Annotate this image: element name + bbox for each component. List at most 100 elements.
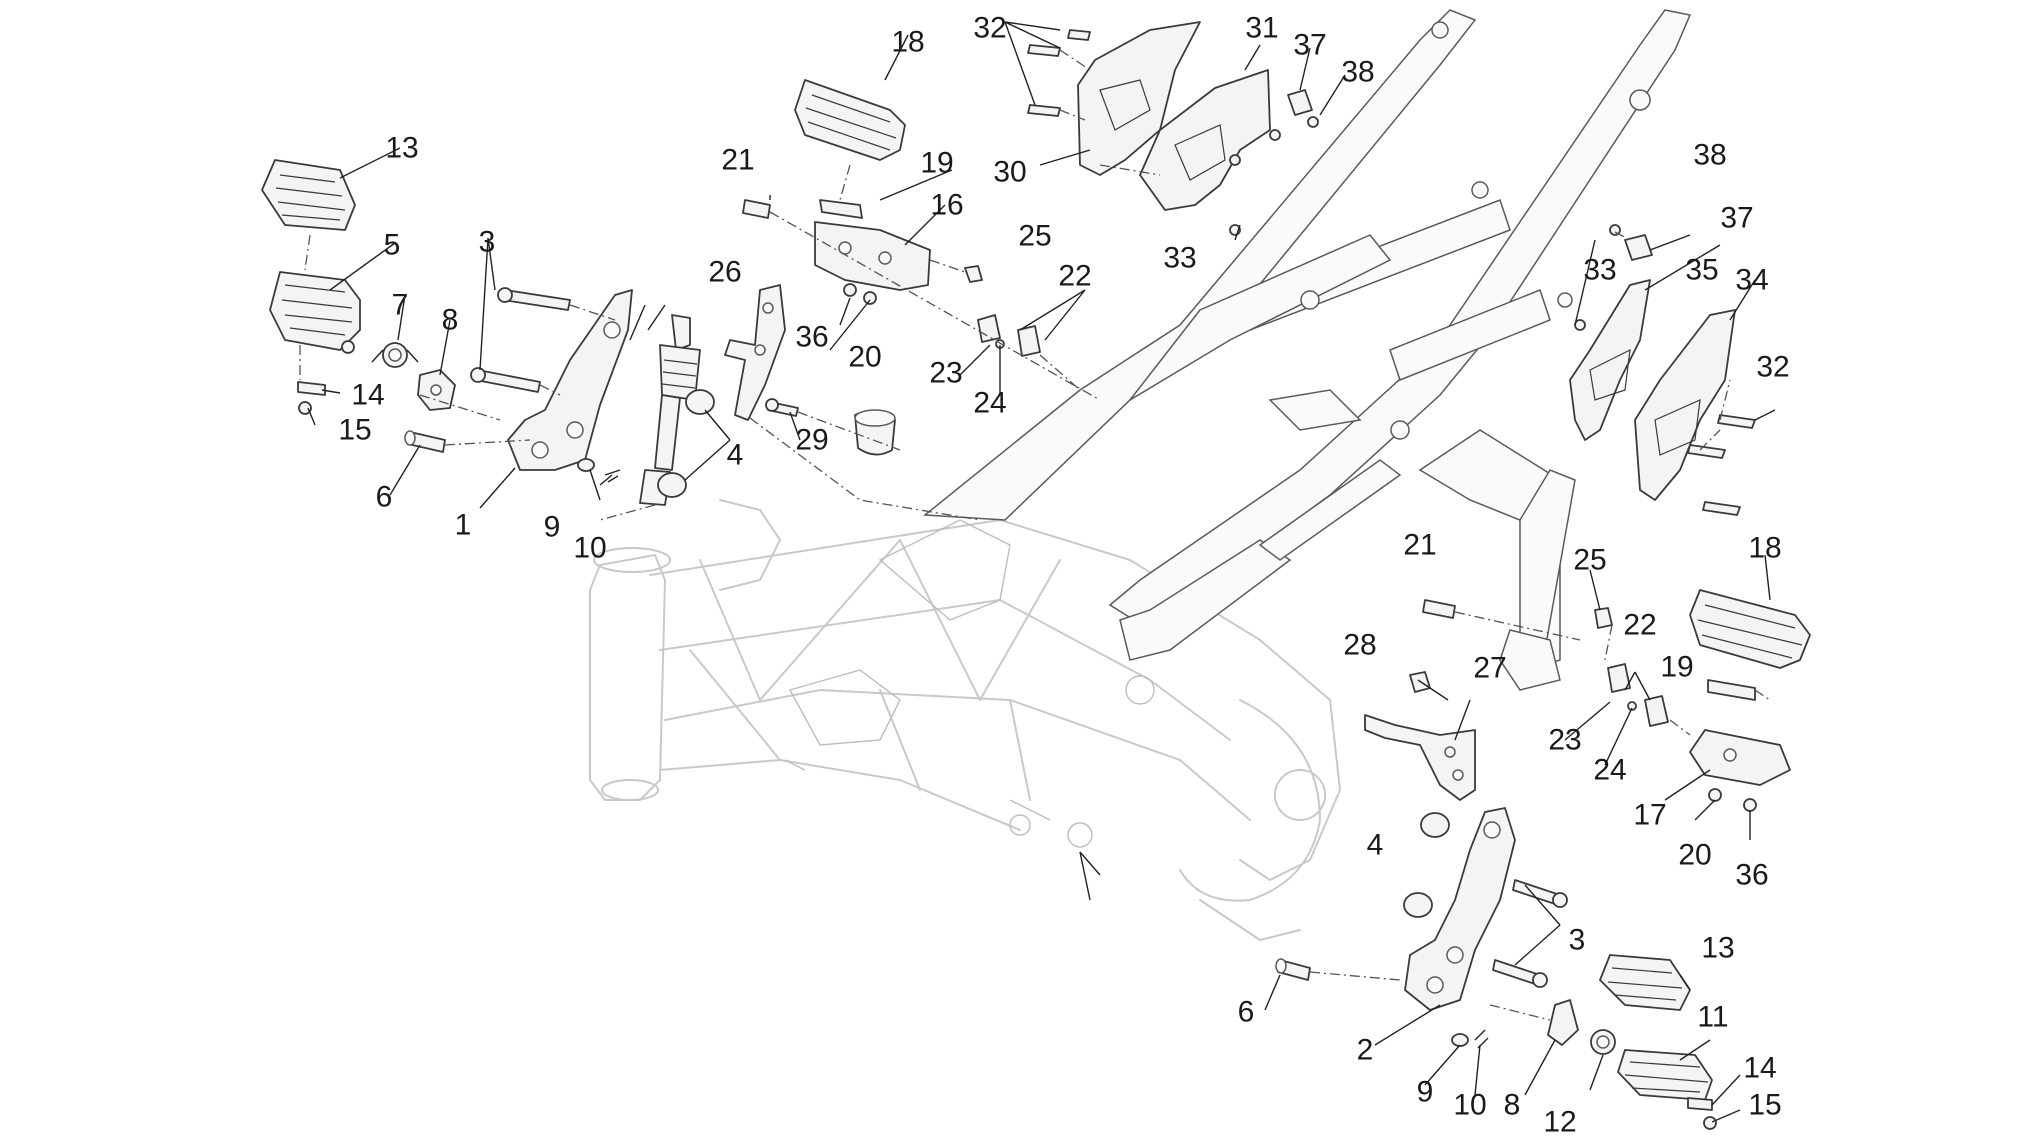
callout-25-right: 25 (1573, 544, 1606, 577)
callout-15-right: 15 (1748, 1089, 1781, 1122)
bolts-32-left (1027, 29, 1091, 117)
callout-23-right: 23 (1548, 724, 1581, 757)
callout-37: 37 (1293, 29, 1326, 62)
pin-6 (404, 430, 446, 453)
callout-3: 3 (479, 226, 496, 259)
heat-shield-30 (1077, 21, 1201, 176)
cap-part (854, 409, 896, 456)
heel-guard-26 (724, 284, 786, 421)
callout-1: 1 (455, 509, 472, 542)
pillion-footpeg-18-right (1689, 589, 1811, 669)
callout-19-right: 19 (1660, 651, 1693, 684)
left-footpeg-13 (261, 159, 356, 231)
callout-31: 31 (1245, 12, 1278, 45)
callout-33-right: 33 (1583, 254, 1616, 287)
bushings-4 (657, 389, 715, 498)
bushings-4-right (1403, 812, 1450, 918)
bolt-29 (765, 398, 799, 417)
pillion-footpeg-18-left (794, 79, 906, 161)
right-footpeg-11 (1617, 1049, 1713, 1101)
callout-20: 20 (848, 341, 881, 374)
callout-22: 22 (1058, 260, 1091, 293)
callout-24-right: 24 (1593, 754, 1626, 787)
spacer-37-38-right (1574, 224, 1653, 331)
callout-30: 30 (993, 156, 1026, 189)
bolts-32-right (1687, 414, 1756, 516)
callout-24: 24 (973, 387, 1006, 420)
callout-28: 28 (1343, 629, 1376, 662)
spring-7 (371, 342, 419, 368)
heat-shield-35 (1569, 279, 1651, 441)
callout-32-right: 32 (1756, 351, 1789, 384)
callout-19: 19 (920, 147, 953, 180)
callout-36-right: 36 (1735, 859, 1768, 892)
callout-34: 34 (1735, 264, 1768, 297)
callout-6: 6 (376, 481, 393, 514)
callout-9-right: 9 (1417, 1076, 1434, 1109)
callout-3-right: 3 (1569, 924, 1586, 957)
callout-37-right: 37 (1720, 202, 1753, 235)
callout-10-right: 10 (1453, 1089, 1486, 1122)
callout-labels: 18 32 31 37 38 13 21 19 30 16 5 3 25 26 … (338, 12, 1789, 1139)
callout-6-right: 6 (1238, 996, 1255, 1029)
pillion-bracket-16 (814, 221, 931, 305)
callout-8-right: 8 (1504, 1089, 1521, 1122)
callout-13-right: 13 (1701, 932, 1734, 965)
callout-10: 10 (573, 532, 606, 565)
assembly-lines (299, 49, 1771, 1021)
heel-guard-27 (1364, 714, 1476, 801)
callout-5: 5 (384, 229, 401, 262)
bolts-3-right (1492, 879, 1568, 988)
pin-21-left (742, 199, 771, 219)
callout-2: 2 (1357, 1034, 1374, 1067)
callout-14: 14 (351, 379, 384, 412)
washer-9-pin-10 (577, 458, 621, 483)
pillion-bracket-17 (1689, 729, 1791, 812)
callout-21: 21 (721, 144, 754, 177)
plate-19-right (1707, 679, 1756, 701)
washer-9-pin-10-right (1451, 1029, 1489, 1049)
bolts-3 (470, 287, 571, 393)
plate-8 (417, 369, 456, 411)
pin-6-right (1275, 958, 1311, 981)
callout-11: 11 (1697, 1001, 1728, 1034)
callout-13: 13 (385, 132, 418, 165)
bolts-33-top (1229, 129, 1281, 236)
callout-4: 4 (727, 439, 744, 472)
callout-26: 26 (708, 256, 741, 289)
footpeg-bracket-2 (1404, 807, 1516, 1011)
callout-23: 23 (929, 357, 962, 390)
callout-38-right: 38 (1693, 139, 1726, 172)
callout-4-right: 4 (1367, 829, 1384, 862)
callout-7: 7 (392, 289, 409, 322)
callout-36: 36 (795, 321, 828, 354)
heat-shield-34 (1634, 309, 1736, 501)
callout-22-right: 22 (1623, 609, 1656, 642)
callout-35: 35 (1685, 254, 1718, 287)
callout-14-right: 14 (1743, 1052, 1776, 1085)
bracket-14-15-right (1687, 1097, 1717, 1130)
pin-21-right (1422, 599, 1456, 619)
plates-22-23-24-right (1607, 663, 1669, 727)
footpeg-bracket-1 (507, 289, 633, 471)
right-footpeg-13 (1599, 954, 1691, 1011)
plate-19-left (819, 199, 863, 219)
callout-25: 25 (1018, 220, 1051, 253)
callout-29: 29 (795, 424, 828, 457)
callout-32: 32 (973, 12, 1006, 45)
callout-27: 27 (1473, 652, 1506, 685)
plate-8-right (1547, 999, 1579, 1046)
left-footpeg-5 (269, 271, 361, 354)
callout-21-right: 21 (1403, 529, 1436, 562)
callout-20-right: 20 (1678, 839, 1711, 872)
callout-8: 8 (442, 304, 459, 337)
callout-17: 17 (1633, 799, 1666, 832)
callout-38: 38 (1341, 56, 1374, 89)
clip-25-right (1594, 607, 1613, 629)
clip-25-left (964, 265, 983, 283)
callout-18-right: 18 (1748, 532, 1781, 565)
callout-15: 15 (338, 414, 371, 447)
callout-9: 9 (544, 511, 561, 544)
spring-12 (1590, 1029, 1616, 1055)
